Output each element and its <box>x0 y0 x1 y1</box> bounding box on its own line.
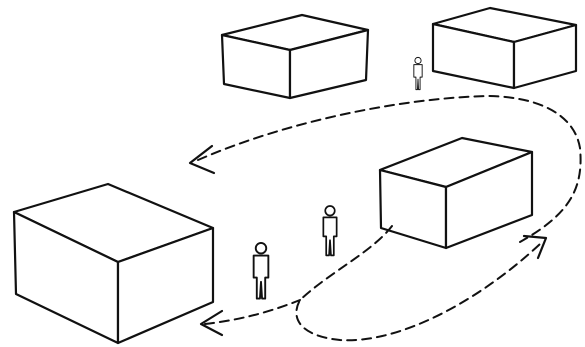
arrow-left-icon <box>199 309 224 337</box>
building-side-face <box>288 28 370 100</box>
route-path <box>197 94 582 243</box>
building-top-center <box>220 13 370 100</box>
arrow-right-icon <box>522 234 548 260</box>
person-far <box>413 56 423 91</box>
route-path <box>204 299 301 325</box>
person-head <box>324 205 336 217</box>
person-near <box>252 242 270 300</box>
route-loop-upper <box>188 94 582 243</box>
building-side-face <box>512 23 578 90</box>
person-head <box>414 56 422 65</box>
route-lower-left <box>199 299 301 337</box>
building-side-face <box>116 226 215 345</box>
route-path <box>295 225 541 342</box>
person-middle <box>322 205 338 257</box>
person-body <box>413 64 423 91</box>
building-middle-right <box>378 136 534 250</box>
building-bottom-left <box>12 182 215 345</box>
building-top-right <box>431 6 578 90</box>
building-side-face <box>444 150 534 250</box>
person-body <box>322 216 338 257</box>
person-body <box>252 254 270 300</box>
route-lower-right <box>295 225 548 342</box>
arrow-left-icon <box>188 144 216 175</box>
person-head <box>254 242 268 255</box>
